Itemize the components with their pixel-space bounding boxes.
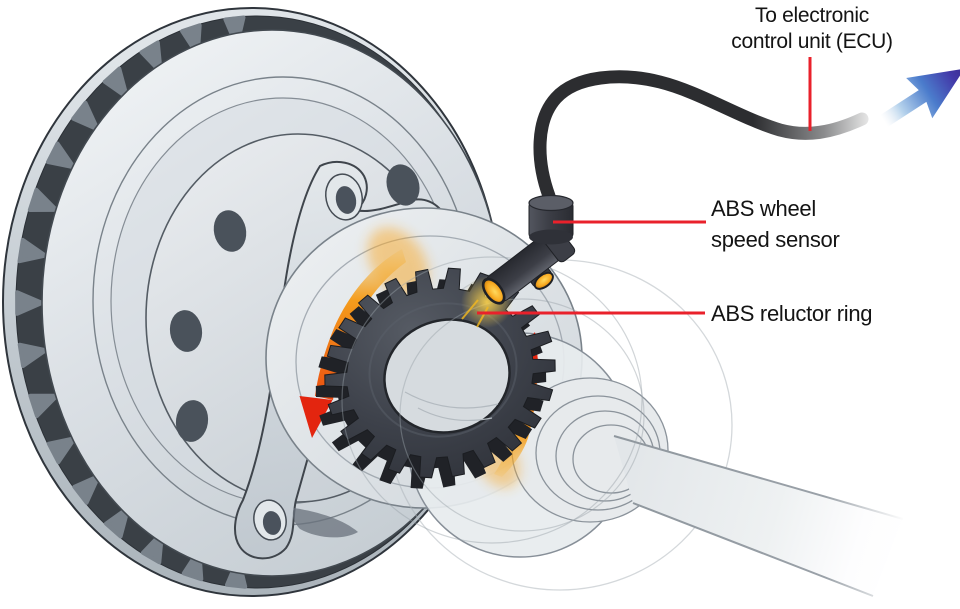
bolt-hole <box>175 400 209 442</box>
reluctor-ring-label: ABS reluctor ring <box>711 301 873 326</box>
wheel-speed-sensor-label: ABS wheel speed sensor <box>711 193 840 255</box>
vent-vane <box>46 436 77 465</box>
sensor-label-line2: speed sensor <box>711 227 840 252</box>
vent-vane <box>71 100 100 132</box>
ecu-label-line1: To electronic <box>755 4 869 27</box>
bolt-hole <box>386 164 420 206</box>
ecu-arrow-icon <box>880 68 960 127</box>
bolt-hole <box>169 310 203 352</box>
arrowhead <box>299 396 333 438</box>
vent-vane <box>139 40 163 75</box>
vent-vane <box>104 505 131 539</box>
ecu-label: To electronic control unit (ECU) <box>712 3 912 55</box>
vent-vane <box>27 187 59 212</box>
ghost-outline <box>399 298 645 532</box>
abs-reluctor-ring <box>315 267 556 489</box>
sensor-label-line1: ABS wheel <box>711 196 816 221</box>
vent-vane <box>28 393 59 418</box>
axle-shaft <box>614 436 903 596</box>
bolt-hole <box>213 210 247 252</box>
sensor-tip <box>484 280 503 302</box>
vent-vane <box>46 141 76 170</box>
ecu-label-line2: control unit (ECU) <box>731 30 893 53</box>
vent-vane <box>102 66 129 100</box>
vent-vane <box>15 290 44 316</box>
vent-vane <box>17 342 48 368</box>
flange-shadow <box>292 508 358 538</box>
vent-vane <box>72 474 101 505</box>
sensor-body-cylinder <box>528 194 574 245</box>
flange-hole <box>253 499 287 541</box>
ring-bore <box>383 318 511 434</box>
flange-hole <box>325 173 363 221</box>
vent-vanes <box>15 15 248 589</box>
vent-vane <box>17 237 48 264</box>
sensor-cable <box>533 70 869 203</box>
abs-wheel-speed-sensor <box>481 194 576 305</box>
ghost-outline <box>341 256 643 544</box>
